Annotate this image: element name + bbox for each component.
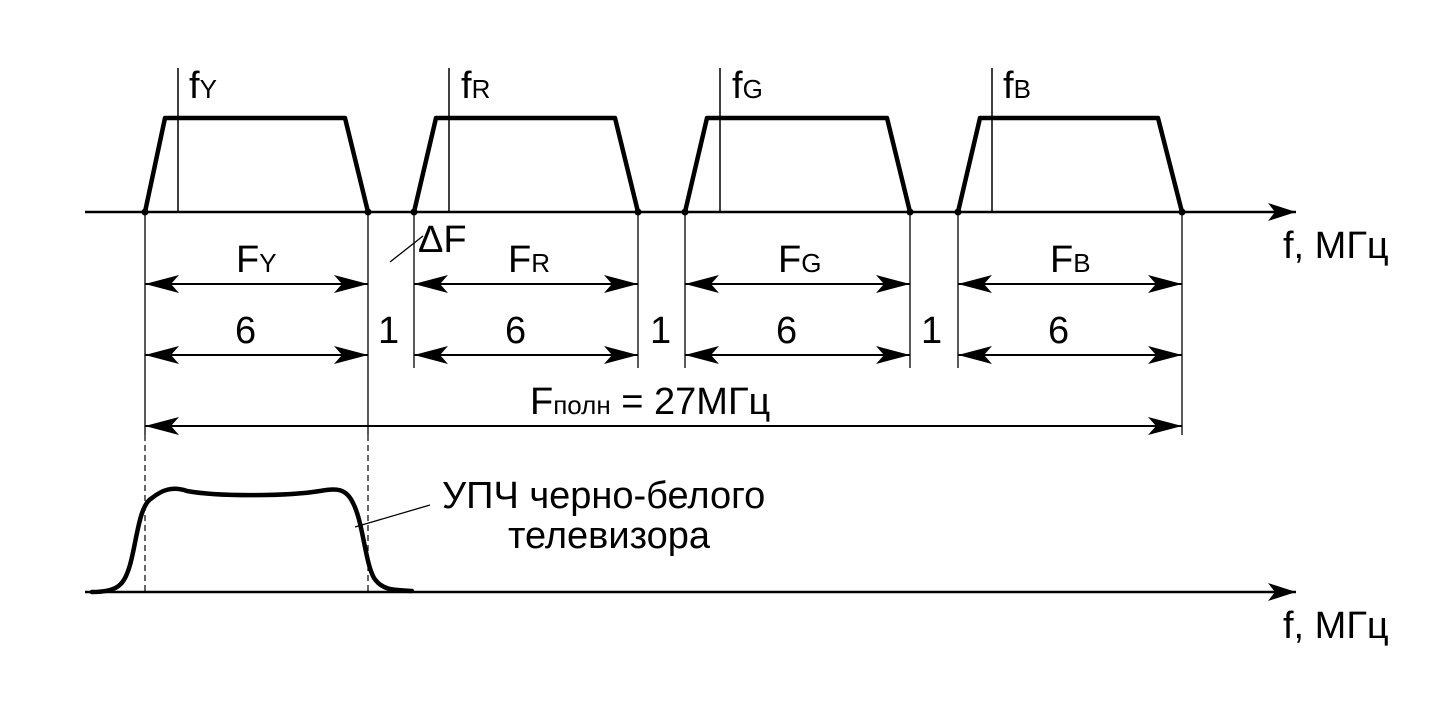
channel-g-band-label: FG (778, 239, 821, 281)
channel-r-carrier-label: fR (461, 65, 490, 107)
channel-y: fY FY 6 (141, 65, 372, 352)
ifa-response-curve (89, 486, 415, 595)
channel-r-band-label: FR (508, 239, 550, 281)
channel-b: fB FB 6 (954, 65, 1186, 352)
delta-f-label: ΔF (418, 219, 467, 261)
top-axis-label: f, МГц (1283, 225, 1389, 267)
ifa-label-line1: УПЧ черно-белого (442, 475, 765, 517)
ifa-label-leader (354, 504, 431, 528)
channel-g: fG FG 6 (681, 65, 914, 352)
channel-y-width-label: 6 (235, 310, 256, 352)
channel-g-passband (682, 115, 913, 213)
bottom-axis-label: f, МГц (1283, 605, 1389, 647)
channel-b-width-label: 6 (1048, 310, 1069, 352)
channel-r-width-label: 6 (505, 310, 526, 352)
channel-y-carrier-label: fY (189, 65, 217, 107)
channel-b-carrier-label: fB (1003, 65, 1031, 107)
channel-g-width-label: 6 (776, 310, 797, 352)
gap-label-2: 1 (650, 310, 671, 352)
delta-f-leader (389, 235, 424, 263)
gap-label-3: 1 (921, 310, 942, 352)
channel-b-passband (955, 115, 1185, 213)
ifa-label-line2: телевизора (508, 515, 711, 557)
channel-r-passband (411, 115, 641, 213)
channel-r: fR FR 6 (410, 65, 642, 352)
channel-g-carrier-label: fG (732, 65, 763, 107)
channel-y-passband (142, 115, 371, 213)
channel-b-band-label: FB (1050, 239, 1091, 281)
total-bandwidth-label: Fполн = 27МГц (530, 381, 770, 423)
channel-y-band-label: FY (236, 239, 277, 281)
gap-label-1: 1 (378, 310, 399, 352)
